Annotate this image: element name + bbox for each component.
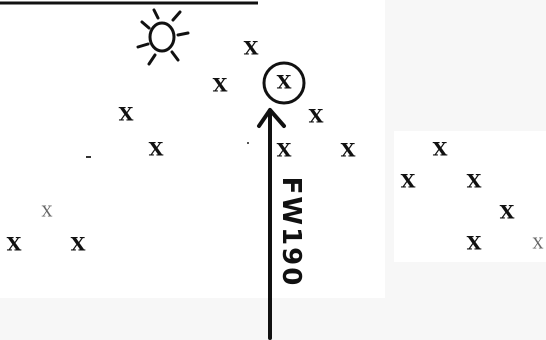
handwritten-annotation: FW190 xyxy=(276,176,306,288)
x-mark: X xyxy=(340,139,356,162)
x-mark-circled: X xyxy=(276,71,292,94)
x-mark: X xyxy=(6,233,22,256)
x-mark: X xyxy=(243,37,259,60)
sketch-panel-right xyxy=(394,131,546,262)
x-mark-faint: X xyxy=(532,234,544,253)
sun-icon xyxy=(136,8,190,66)
x-mark: X xyxy=(118,103,134,126)
x-mark: X xyxy=(148,138,164,161)
x-mark: X xyxy=(432,138,448,161)
x-mark-faint: X xyxy=(41,202,53,221)
x-mark: X xyxy=(276,139,292,162)
circle-marker xyxy=(262,61,306,105)
arrow-icon xyxy=(257,108,286,340)
x-mark: X xyxy=(499,201,515,224)
x-mark: X xyxy=(308,105,324,128)
x-mark: X xyxy=(400,170,416,193)
sketch-panel-left xyxy=(0,0,385,298)
x-mark: X xyxy=(70,233,86,256)
x-mark: X xyxy=(466,170,482,193)
x-mark: X xyxy=(466,232,482,255)
x-mark: X xyxy=(212,74,228,97)
